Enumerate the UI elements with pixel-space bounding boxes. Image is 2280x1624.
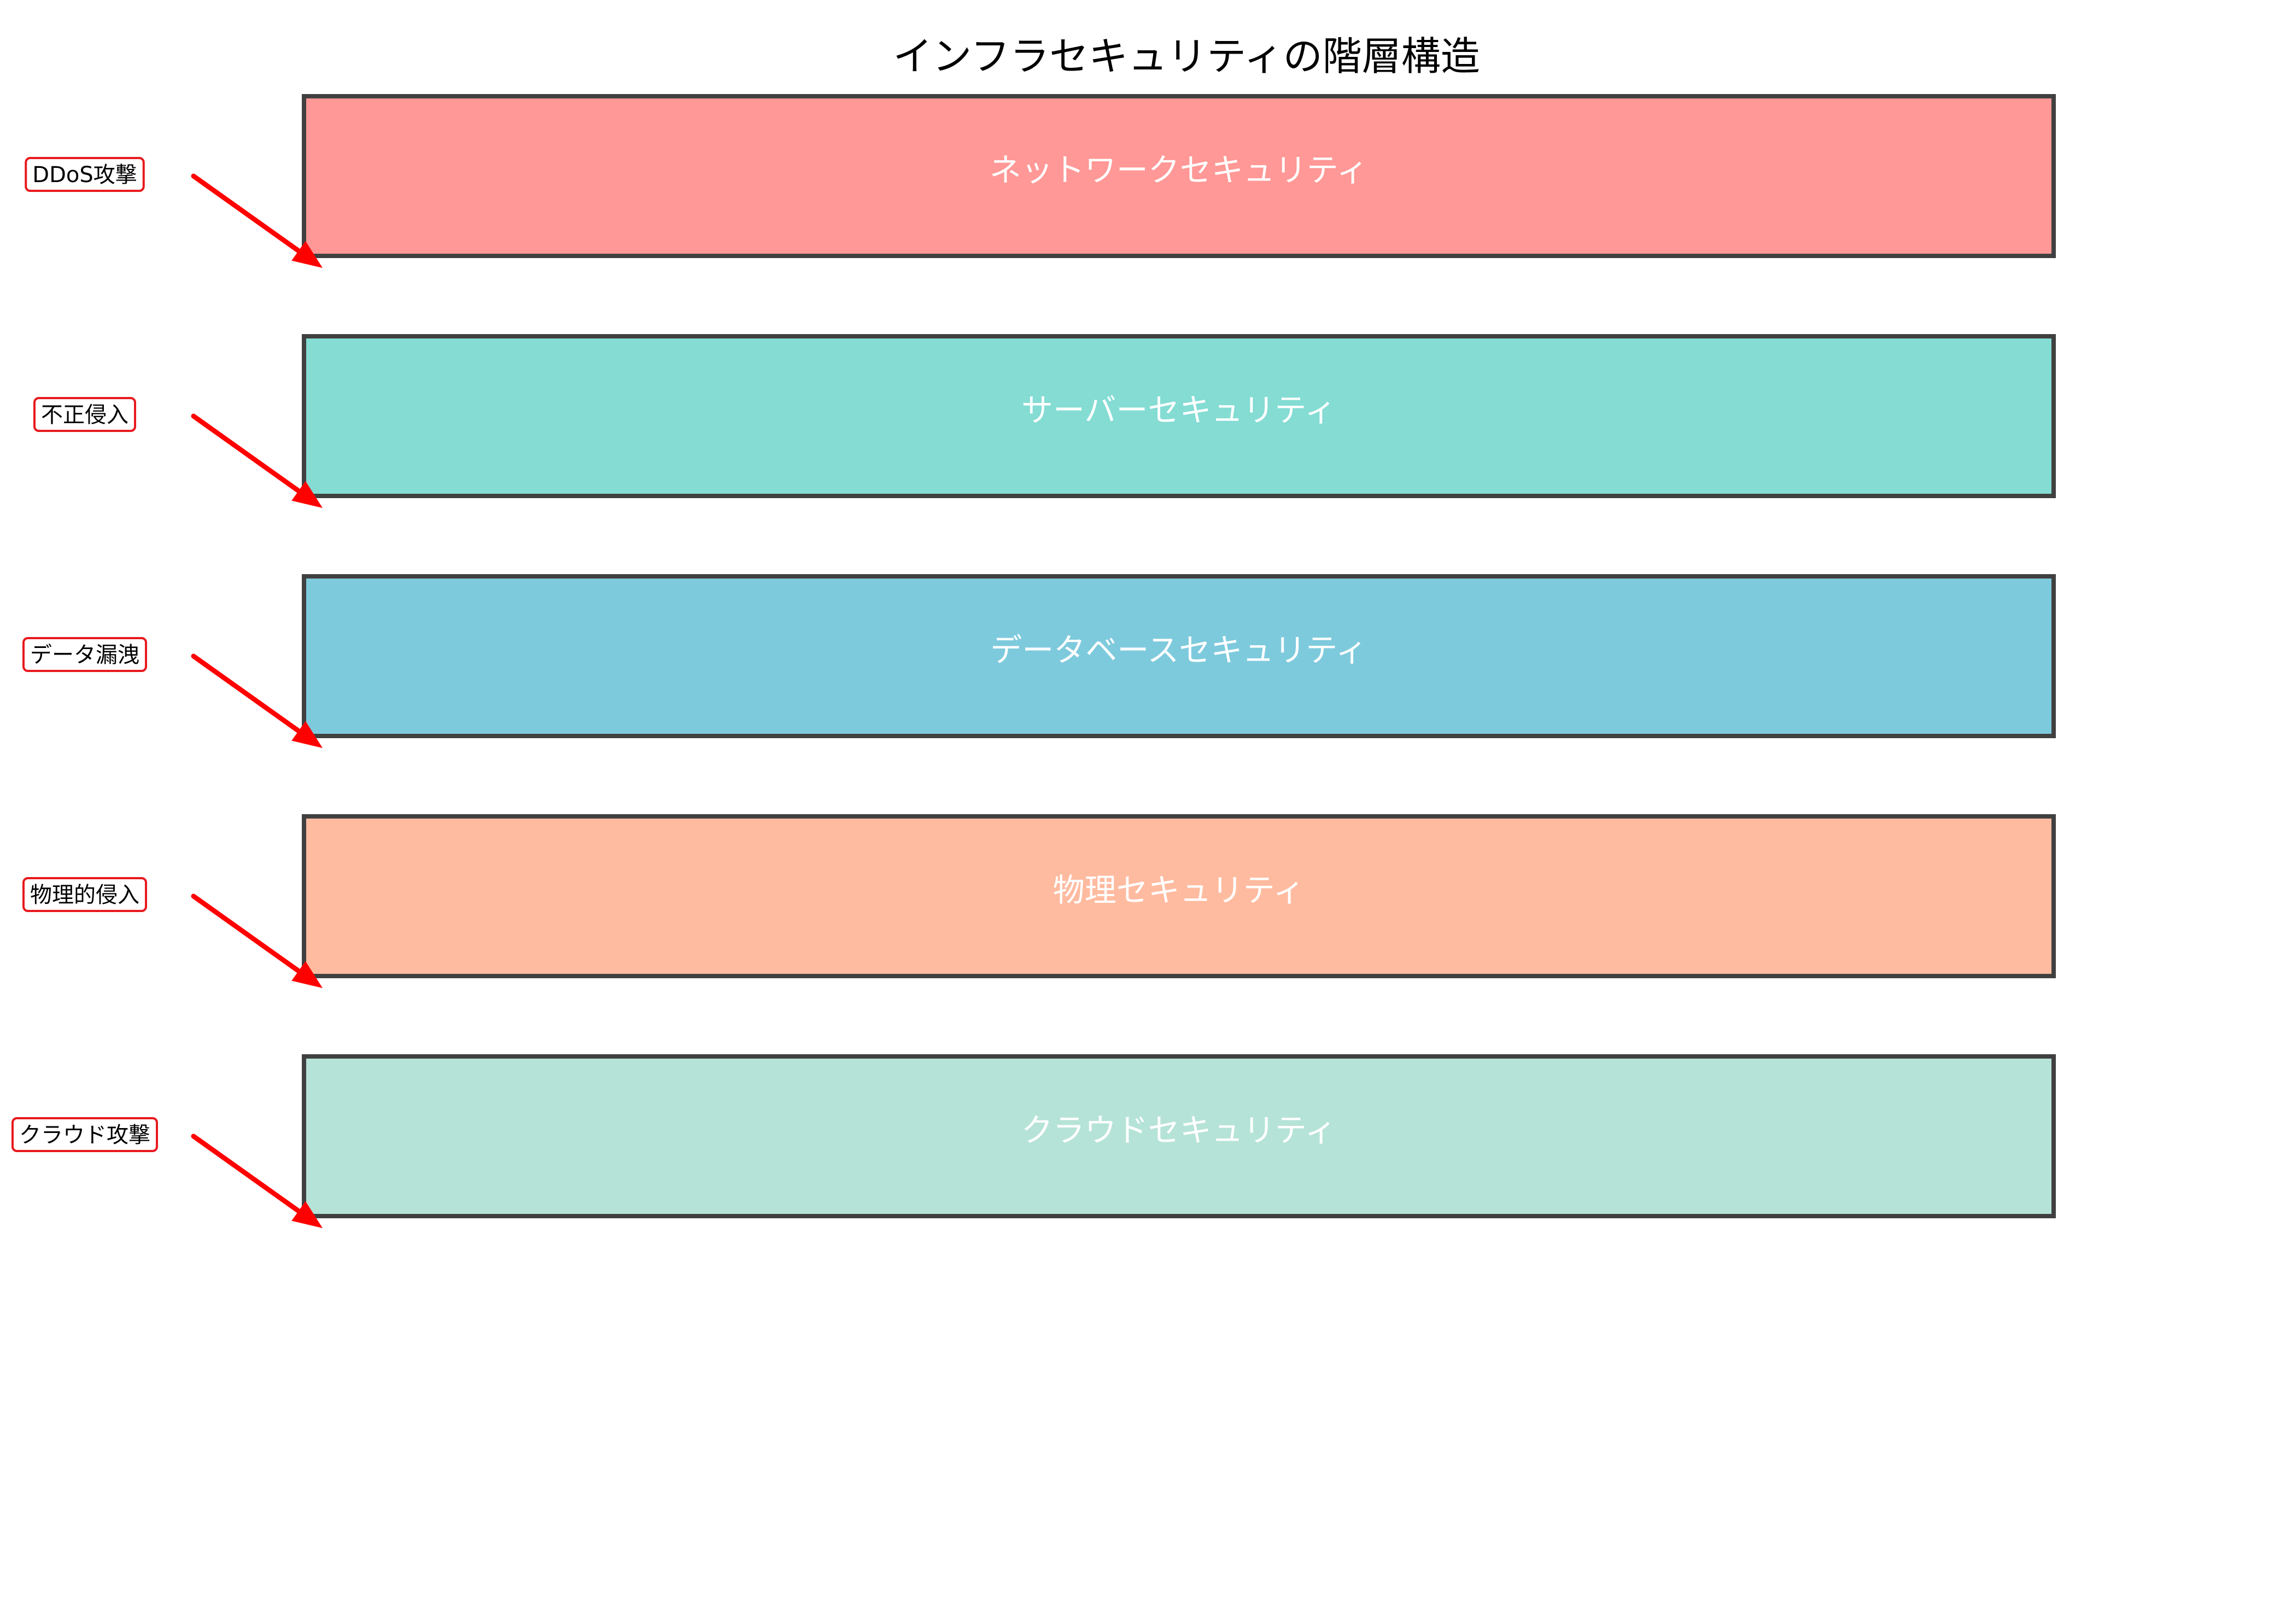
layer-2: サーバーセキュリティ 不正侵入 <box>33 334 2056 508</box>
layer-box <box>302 814 2056 978</box>
layer-box <box>302 1054 2056 1218</box>
layer-1: ネットワークセキュリティ DDoS攻撃 <box>25 94 2056 268</box>
attack-arrow <box>191 413 301 494</box>
layer-label: 物理セキュリティ <box>1053 872 1305 909</box>
layer-label: データベースセキュリティ <box>990 632 1367 669</box>
threat-label: 物理的侵入 <box>30 883 139 908</box>
threat-label: DDoS攻撃 <box>32 162 137 188</box>
layer-label: ネットワークセキュリティ <box>990 151 1369 189</box>
attack-arrow-head <box>291 481 323 508</box>
threat-label-box <box>33 397 136 432</box>
layer-box <box>302 334 2056 498</box>
attack-arrow-head <box>291 241 323 268</box>
attack-arrow <box>191 893 301 974</box>
layer-label: クラウドセキュリティ <box>1021 1112 1337 1149</box>
layer-box <box>302 574 2056 738</box>
threat-label: データ漏洩 <box>30 642 139 668</box>
layer-3: データベースセキュリティ データ漏洩 <box>22 574 2056 748</box>
attack-arrow <box>191 653 301 734</box>
layer-4: 物理セキュリティ 物理的侵入 <box>22 814 2056 988</box>
attack-arrow-head <box>291 1201 323 1228</box>
attack-arrow <box>191 173 301 254</box>
attack-arrow <box>191 1134 301 1214</box>
attack-arrow-head <box>291 961 323 988</box>
diagram-title: インフラセキュリティの階層構造 <box>893 33 1480 79</box>
layer-label: サーバーセキュリティ <box>1021 392 1336 429</box>
threat-label-box <box>11 1117 158 1152</box>
threat-label-box <box>22 877 147 912</box>
threat-label-box <box>22 637 147 672</box>
attack-arrow-head <box>291 721 323 748</box>
layer-5: クラウドセキュリティ クラウド攻撃 <box>11 1054 2056 1228</box>
threat-label-box <box>25 157 145 192</box>
layer-box <box>302 94 2056 258</box>
threat-label: クラウド攻撃 <box>19 1123 150 1148</box>
threat-label: 不正侵入 <box>41 402 128 428</box>
